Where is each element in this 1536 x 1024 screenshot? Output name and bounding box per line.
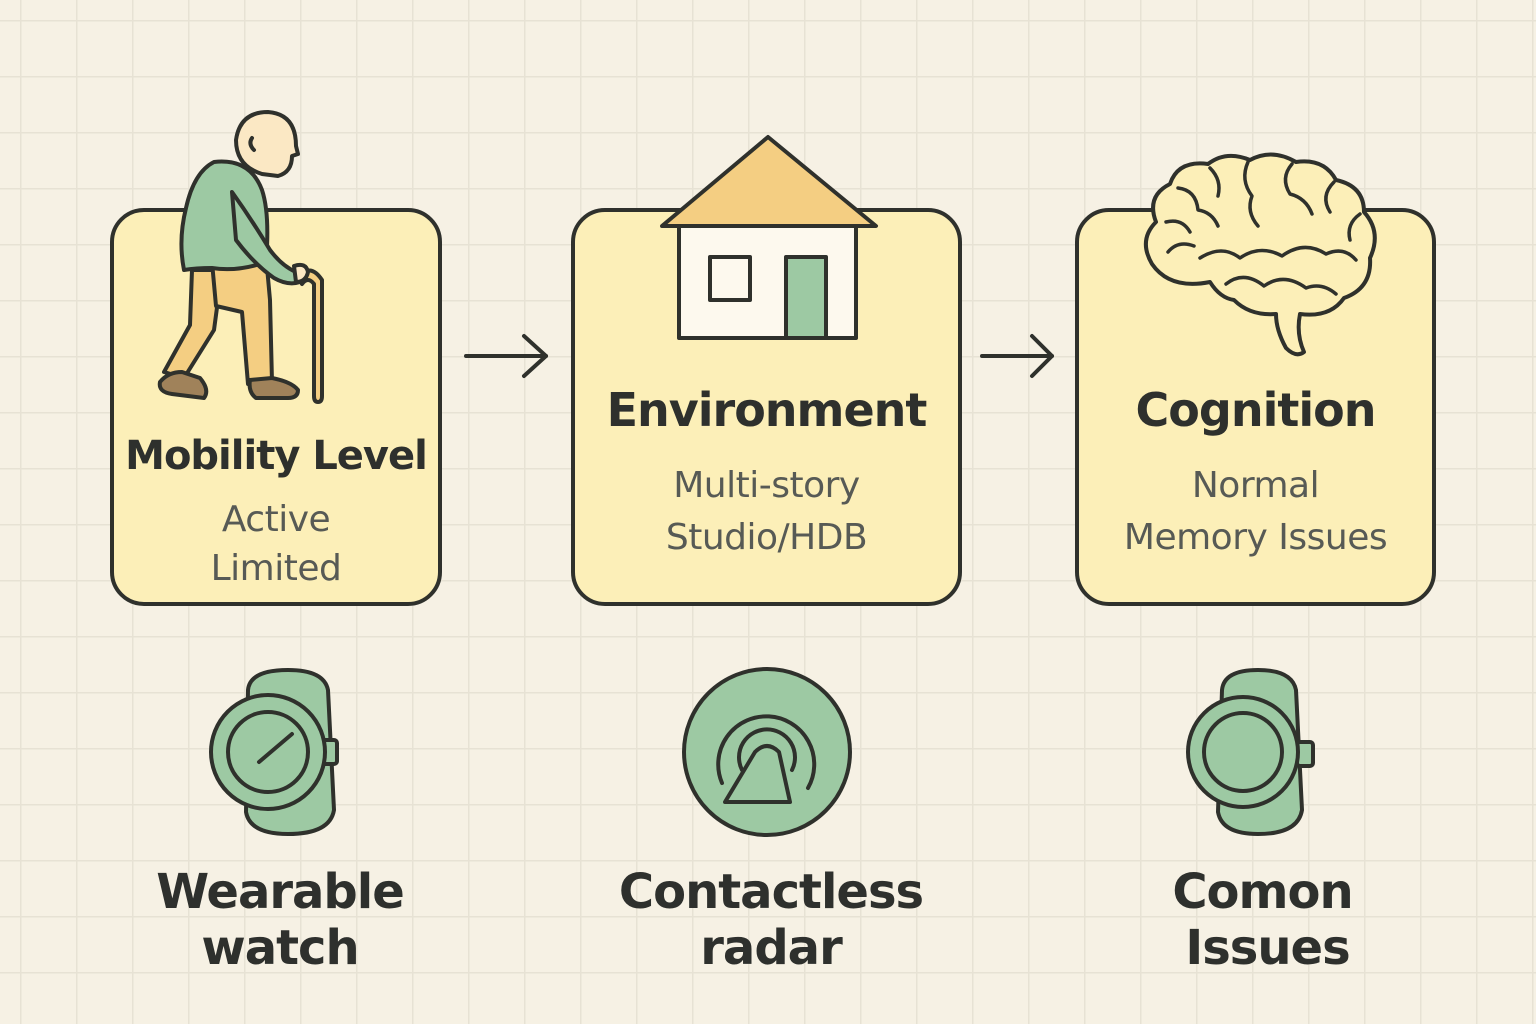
walking-elderly-person-icon: [157, 110, 324, 404]
technology-label: Wearable: [156, 864, 405, 920]
arrow-right-icon: [980, 334, 1054, 378]
factor-option: Normal: [1191, 465, 1320, 506]
factor-option: Multi-story: [673, 465, 860, 506]
factor-title: Cognition: [1135, 383, 1377, 437]
technology-label: watch: [201, 920, 359, 976]
technology-label: Issues: [1185, 920, 1350, 976]
house-icon: [660, 135, 878, 340]
technology-label: Contactless: [618, 864, 924, 920]
technology-label: Comon: [1172, 864, 1353, 920]
factor-title: Environment: [606, 383, 928, 437]
factor-title: Mobility Level: [125, 433, 428, 479]
factor-option: Active: [221, 499, 331, 540]
radar-icon: [682, 667, 852, 837]
technology-label: radar: [700, 920, 842, 976]
smartwatch-icon: [209, 668, 339, 836]
factor-option: Limited: [210, 548, 342, 589]
factor-option: Memory Issues: [1123, 517, 1388, 558]
smartwatch-icon: [1186, 668, 1315, 836]
factor-option: Studio/HDB: [665, 517, 868, 558]
brain-icon: [1144, 152, 1377, 357]
arrow-right-icon: [464, 334, 548, 378]
